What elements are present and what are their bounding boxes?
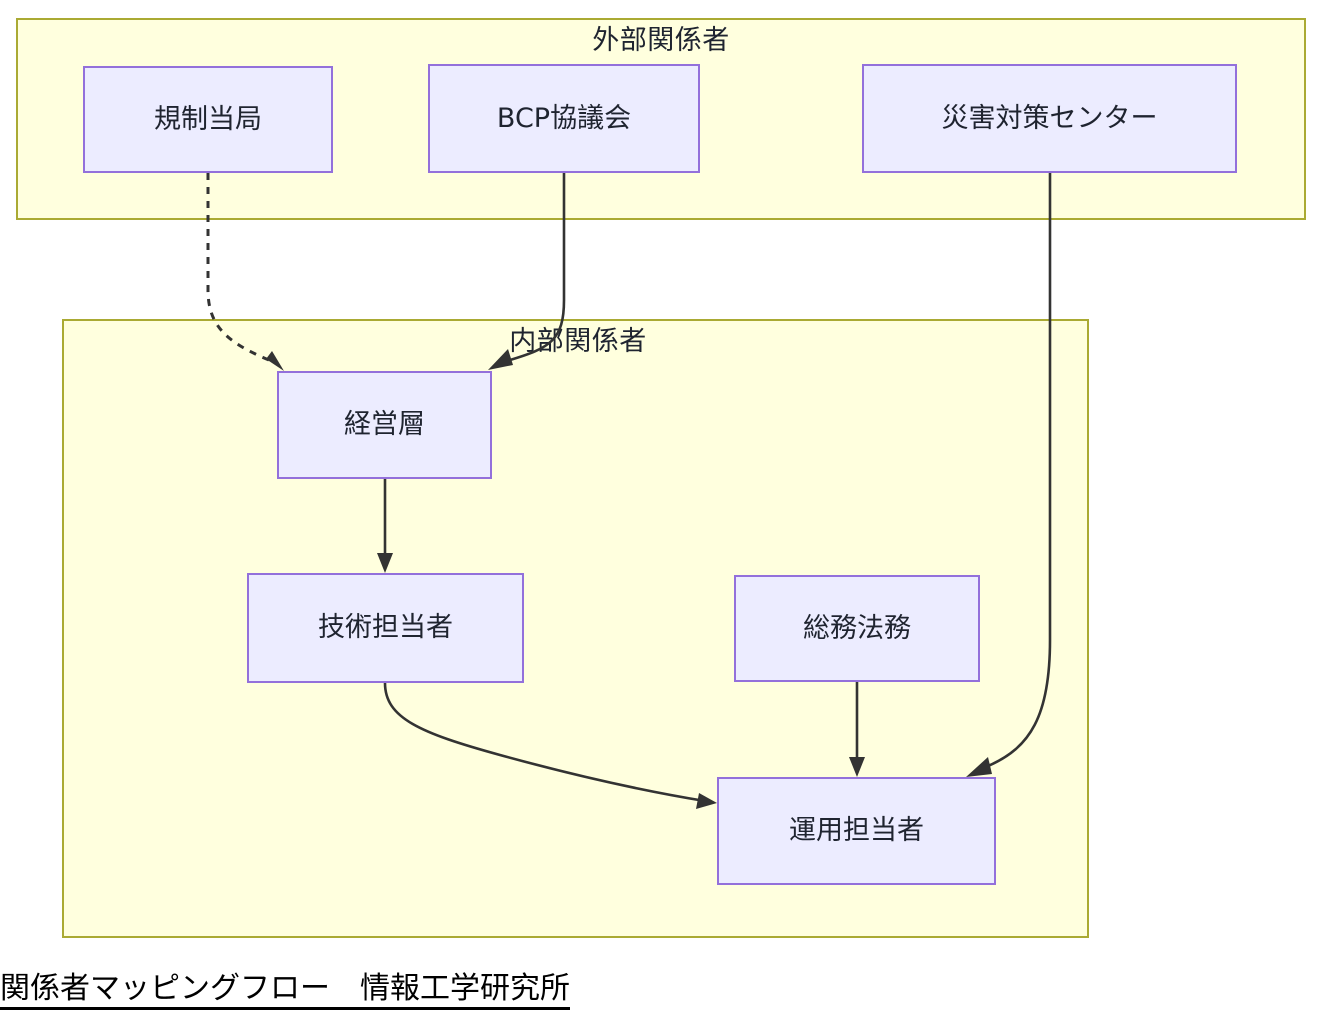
node-bcp-council[interactable]: BCP協議会 [428,64,700,173]
node-management[interactable]: 経営層 [277,371,492,479]
diagram-caption: 関係者マッピングフロー 情報工学研究所 [0,972,570,1010]
node-regulator-label: 規制当局 [154,103,262,135]
cluster-external-title: 外部関係者 [592,25,730,56]
node-engineer-label: 技術担当者 [318,612,453,644]
node-engineer[interactable]: 技術担当者 [247,573,524,683]
node-regulator[interactable]: 規制当局 [83,66,333,173]
node-operator-label: 運用担当者 [789,815,924,847]
node-bcp-council-label: BCP協議会 [496,102,632,134]
node-legal-affairs[interactable]: 総務法務 [734,575,980,682]
node-operator[interactable]: 運用担当者 [717,777,996,885]
node-management-label: 経営層 [344,409,425,441]
cluster-internal-title: 内部関係者 [509,326,647,357]
node-legal-affairs-label: 総務法務 [803,612,911,644]
node-disaster-center[interactable]: 災害対策センター [862,64,1237,173]
node-disaster-center-label: 災害対策センター [941,102,1158,134]
